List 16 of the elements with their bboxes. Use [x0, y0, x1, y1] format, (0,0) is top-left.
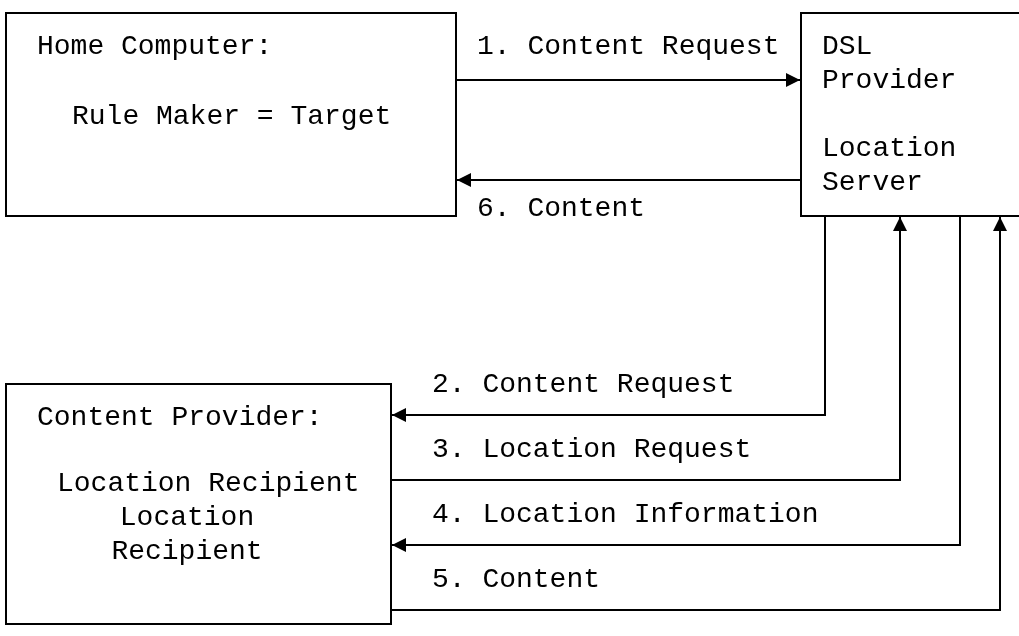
box-text: Rule Maker = Target: [72, 100, 393, 134]
box-heading: DSL Provider: [822, 30, 958, 98]
box-text: Location Recipient: [57, 467, 361, 501]
box-text: Location Server: [822, 132, 958, 200]
system-box: [800, 12, 1019, 217]
box-text: Location Recipient: [110, 501, 264, 569]
arrow: [456, 73, 801, 87]
system-box: [5, 383, 392, 625]
system-box: [5, 12, 457, 217]
box-heading: Home Computer:: [37, 30, 274, 64]
arrow: [391, 216, 961, 552]
arrow: [456, 173, 801, 187]
box-heading: Content Provider:: [37, 401, 324, 435]
arrow: [391, 216, 1007, 611]
arrow: [391, 216, 907, 481]
arrow: [391, 216, 826, 422]
